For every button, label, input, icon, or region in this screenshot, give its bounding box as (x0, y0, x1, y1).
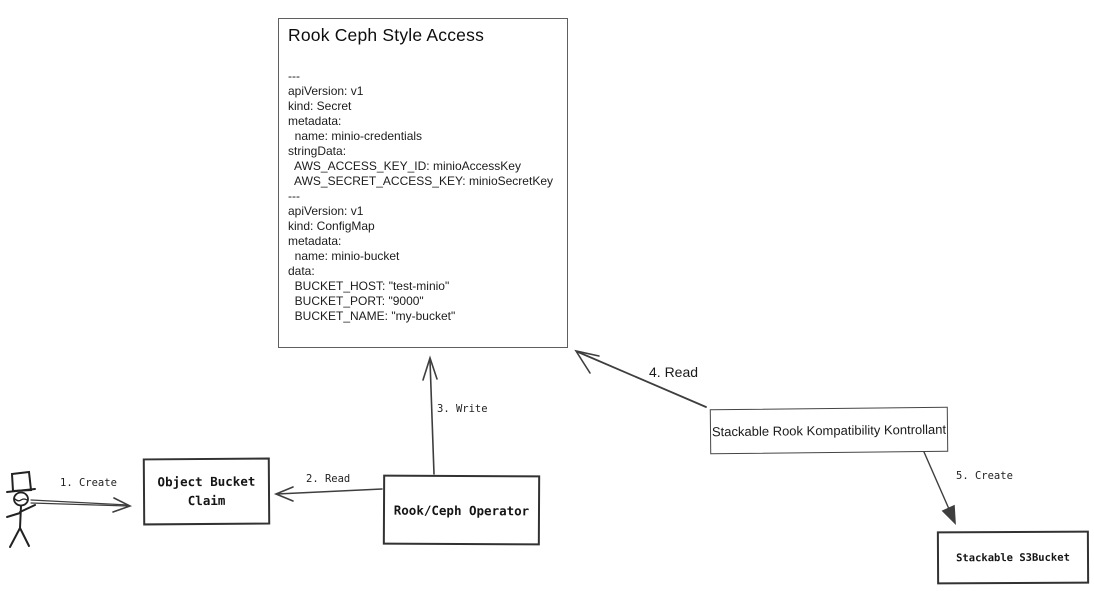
yaml-line: kind: ConfigMap (288, 219, 375, 233)
arrow-label-5-create: 5. Create (956, 470, 1013, 482)
yaml-line: BUCKET_PORT: "9000" (288, 294, 424, 308)
yaml-line: BUCKET_HOST: "test-minio" (288, 279, 450, 293)
stackable-s3bucket-box: Stackable S3Bucket (936, 530, 1090, 585)
yaml-line: metadata: (288, 234, 342, 248)
yaml-line: stringData: (288, 144, 347, 158)
stackable-s3bucket-label: Stackable S3Bucket (956, 551, 1070, 564)
object-bucket-claim-box: Object Bucket Claim (142, 457, 271, 526)
rook-ceph-operator-box: Rook/Ceph Operator (382, 474, 541, 546)
yaml-line: AWS_ACCESS_KEY_ID: minioAccessKey (288, 159, 521, 173)
yaml-line: data: (288, 264, 315, 278)
yaml-line: apiVersion: v1 (288, 84, 364, 98)
yaml-line: --- (288, 69, 300, 83)
yaml-line: kind: Secret (288, 99, 352, 113)
operator-write-arrow (422, 355, 438, 475)
yaml-line: name: minio-bucket (288, 249, 400, 263)
arrow-label-3-write: 3. Write (437, 403, 488, 415)
user-create-arrow (30, 497, 133, 513)
kontrollant-create-arrow (923, 451, 956, 526)
arrow-label-2-read: 2. Read (306, 473, 351, 485)
rook-ceph-style-access-box: Rook Ceph Style Access --- apiVersion: v… (278, 18, 568, 348)
rook-ceph-operator-label: Rook/Ceph Operator (393, 502, 530, 518)
object-bucket-claim-label: Object Bucket Claim (157, 474, 256, 508)
stick-figure-icon (6, 470, 36, 548)
yaml-manifest: --- apiVersion: v1 kind: Secret metadata… (288, 69, 553, 324)
yaml-line: name: minio-credentials (288, 129, 423, 143)
main-box-title: Rook Ceph Style Access (288, 25, 485, 45)
kontrollant-label: Stackable Rook Kompatibility Kontrollant (711, 421, 947, 440)
yaml-line: --- (288, 189, 300, 203)
yaml-line: metadata: (288, 114, 342, 128)
yaml-line: apiVersion: v1 (288, 204, 364, 218)
kontrollant-box: Stackable Rook Kompatibility Kontrollant (709, 406, 949, 455)
kontrollant-read-arrow (574, 349, 707, 408)
yaml-line: AWS_SECRET_ACCESS_KEY: minioSecretKey (288, 174, 553, 188)
arrow-label-4-read: 4. Read (649, 364, 699, 380)
arrow-label-1-create: 1. Create (60, 477, 117, 489)
operator-read-arrow (273, 486, 383, 502)
yaml-line: BUCKET_NAME: "my-bucket" (288, 309, 456, 323)
